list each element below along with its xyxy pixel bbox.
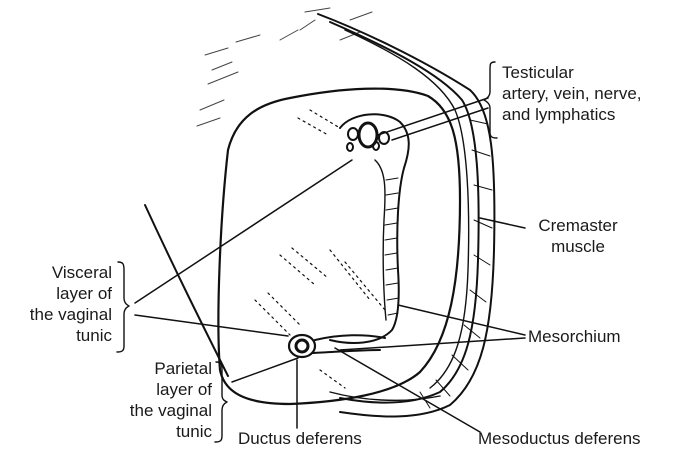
label-line: muscle [528, 236, 628, 257]
label-mesoductus-deferens: Mesoductus deferens [478, 428, 641, 449]
testicular-vessels [347, 123, 389, 151]
visceral-bracket [117, 262, 129, 352]
label-line: layer of [0, 283, 112, 304]
label-line: and lymphatics [502, 104, 642, 125]
body-wall-diagonal [145, 205, 228, 376]
cremaster-muscle-fibers [420, 120, 492, 408]
testicular-bracket [484, 62, 497, 138]
label-visceral-layer: Visceral layer of the vaginal tunic [0, 262, 112, 346]
ductus-deferens-structure [289, 335, 385, 357]
interior-dash-marks [255, 110, 385, 388]
label-line: the vaginal [90, 400, 212, 421]
mesorchium-fold-outer [330, 114, 409, 343]
label-line: Testicular [502, 62, 642, 83]
label-parietal-layer: Parietal layer of the vaginal tunic [90, 358, 212, 442]
mesorchium-fold-inner [375, 160, 386, 320]
label-line: Cremaster [528, 215, 628, 236]
label-line: layer of [90, 379, 212, 400]
parietal-layer-outline [218, 89, 460, 404]
label-line: tunic [90, 421, 212, 442]
label-line: the vaginal [0, 304, 112, 325]
label-ductus-deferens: Ductus deferens [238, 428, 362, 449]
label-cremaster-muscle: Cremaster muscle [528, 215, 628, 257]
label-line: tunic [0, 325, 112, 346]
label-mesorchium: Mesorchium [528, 326, 621, 347]
label-testicular-vessels: Testicular artery, vein, nerve, and lymp… [502, 62, 642, 125]
label-line: Visceral [0, 262, 112, 283]
label-line: artery, vein, nerve, [502, 83, 642, 104]
label-line: Parietal [90, 358, 212, 379]
